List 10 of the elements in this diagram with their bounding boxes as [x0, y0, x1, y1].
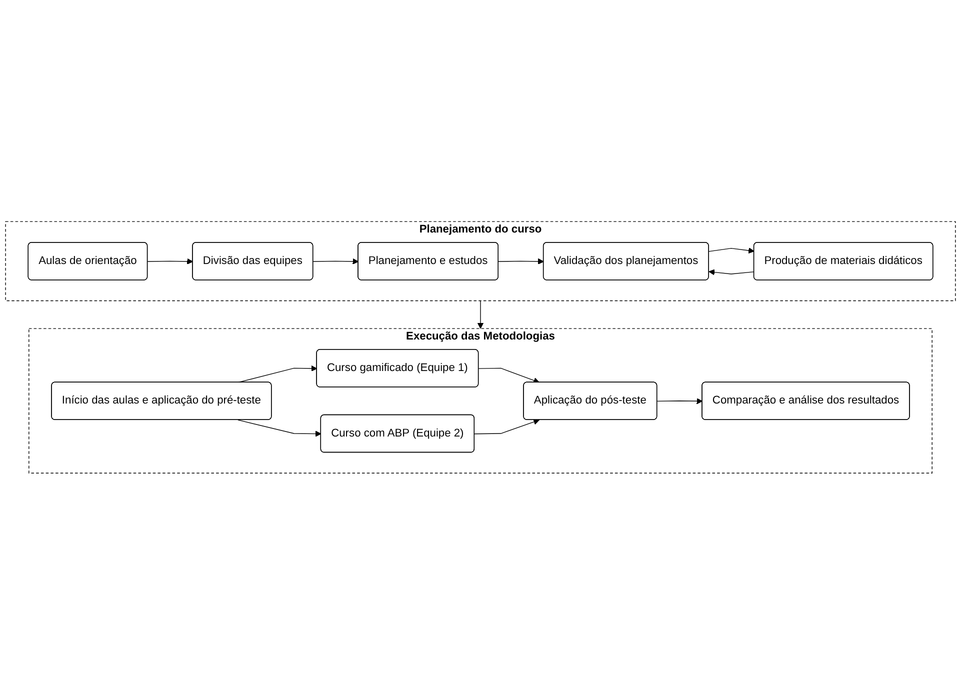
arrow [477, 300, 484, 330]
arrow [474, 419, 540, 434]
arrow [478, 368, 540, 384]
arrow [498, 258, 544, 265]
arrow [147, 258, 194, 265]
arrow [708, 248, 754, 254]
arrow [656, 398, 703, 404]
arrow [238, 420, 322, 437]
arrow [708, 269, 754, 276]
arrow [312, 258, 359, 265]
